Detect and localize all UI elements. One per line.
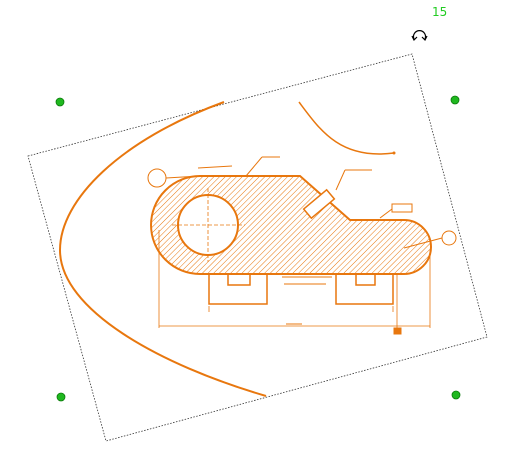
rotate-arrow-icon[interactable] (410, 27, 430, 45)
dimension-lines (158, 230, 431, 330)
selection-frame (27, 53, 488, 442)
handle-top-left[interactable] (55, 97, 65, 107)
handle-top-right[interactable] (450, 95, 460, 105)
lower-feet[interactable] (208, 274, 394, 305)
annotation-marks (147, 156, 457, 335)
handle-bottom-left[interactable] (56, 392, 66, 402)
rotation-angle-label: 15 (432, 5, 448, 19)
handle-bottom-right[interactable] (451, 390, 461, 400)
slot-cutout[interactable] (302, 188, 336, 220)
parabola-curve[interactable] (58, 101, 267, 397)
center-lines (172, 188, 245, 262)
arc-curve[interactable] (298, 101, 395, 155)
arc-end-point (392, 151, 396, 155)
